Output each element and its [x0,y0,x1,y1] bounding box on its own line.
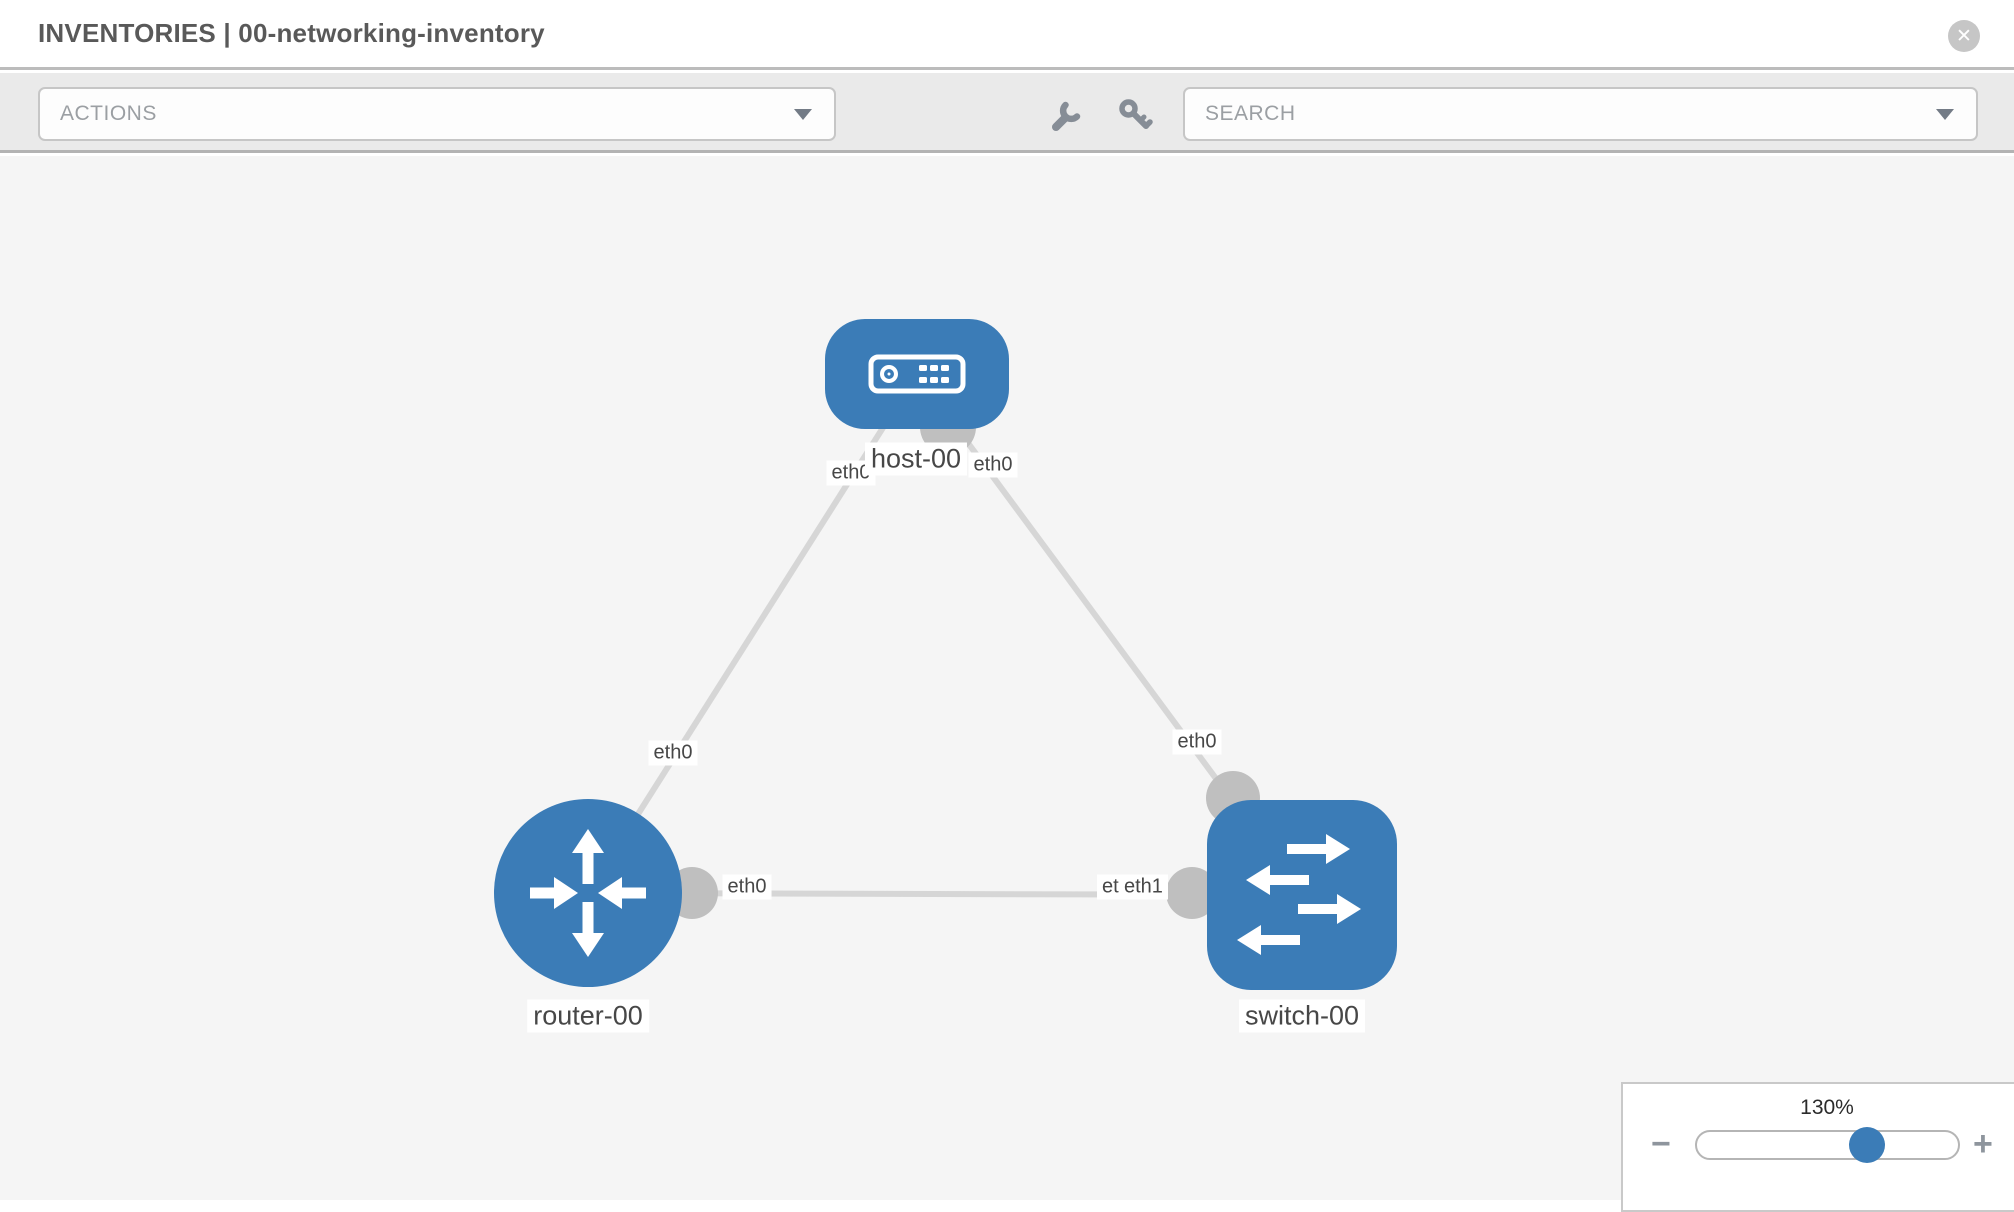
node-label-host: host-00 [864,442,968,476]
node-host[interactable] [825,319,1009,429]
zoom-panel: 130% − + [1621,1082,2014,1212]
zoom-slider-thumb[interactable] [1849,1127,1885,1163]
node-label-switch: switch-00 [1238,999,1366,1033]
topology-canvas[interactable]: eth0 eth0 eth0 eth0 eth0 eth0 eth1 host-… [0,156,2014,1200]
zoom-in-button[interactable]: + [1973,1125,1993,1163]
chevron-down-icon [794,108,812,120]
close-icon[interactable]: ✕ [1948,20,1980,52]
interface-circle-switch-left[interactable] [1166,867,1218,919]
zoom-level-value: 130% [1800,1096,1854,1119]
actions-dropdown-label: ACTIONS [60,102,157,125]
node-label-router: router-00 [527,999,649,1033]
toolbar: ACTIONS SEARCH [0,73,2014,153]
breadcrumb-header: INVENTORIES | 00-networking-inventory ✕ [0,0,2014,70]
wrench-icon[interactable] [1048,96,1086,134]
actions-dropdown[interactable]: ACTIONS [38,87,836,141]
if-label-router-to-host: eth0 [648,740,698,766]
if-label-host-to-switch: eth0 [968,452,1018,478]
chevron-down-icon [1936,108,1954,120]
node-switch[interactable] [1207,800,1397,990]
zoom-out-button[interactable]: − [1651,1125,1671,1163]
page-title: INVENTORIES | 00-networking-inventory [38,18,545,48]
interface-circles [666,399,1260,919]
search-dropdown[interactable]: SEARCH [1183,87,1978,141]
if-label-switch-to-host: eth0 [1172,729,1222,755]
if-label-router-to-switch: eth0 [722,874,772,900]
search-dropdown-label: SEARCH [1205,102,1296,125]
zoom-slider[interactable] [1695,1127,1960,1163]
node-router[interactable] [494,799,682,987]
if-label-switch-to-router: eth1 [1119,874,1168,900]
key-icon[interactable] [1116,96,1154,134]
